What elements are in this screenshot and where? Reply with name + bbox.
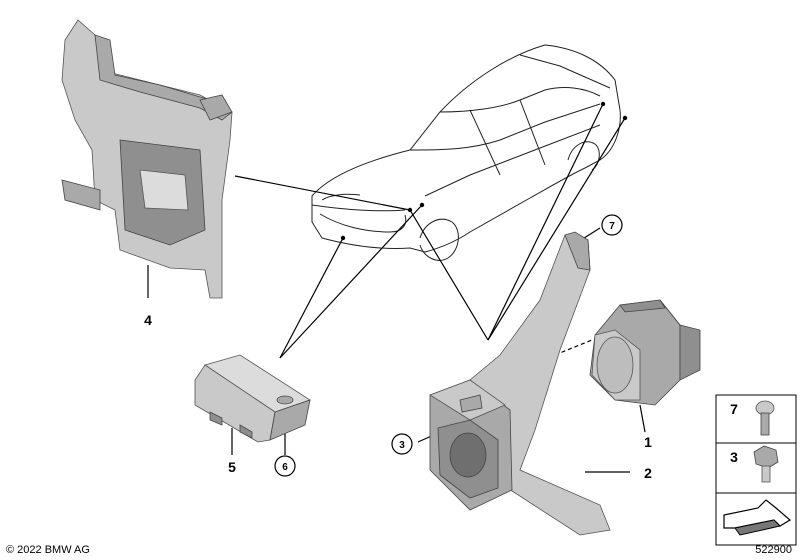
car-anchor-dots xyxy=(340,101,628,241)
legend-label-7: 7 xyxy=(730,401,738,417)
car-outline xyxy=(311,44,621,261)
callout-3: 3 xyxy=(391,433,413,455)
hex-bolt-icon xyxy=(753,445,779,483)
diagram-number: 522900 xyxy=(755,544,792,556)
bracket-part-4 xyxy=(61,19,233,299)
bracket-part-2 xyxy=(429,231,611,536)
label-part-4: 4 xyxy=(144,312,152,328)
arrow-icon xyxy=(723,499,792,536)
label-part-1: 1 xyxy=(644,434,652,450)
label-part-5: 5 xyxy=(228,459,236,475)
callout-3-text: 3 xyxy=(399,440,405,451)
callout-7-text: 7 xyxy=(609,221,615,232)
screw-icon xyxy=(755,400,775,436)
sounder-part-1 xyxy=(589,299,701,406)
hardware-legend: 7 3 xyxy=(715,394,797,546)
legend-label-3: 3 xyxy=(730,449,738,465)
callout-7: 7 xyxy=(601,214,623,236)
copyright-text: © 2022 BMW AG xyxy=(6,544,90,556)
leader-lines xyxy=(147,103,646,473)
callout-6-text: 6 xyxy=(282,462,288,473)
label-part-2: 2 xyxy=(644,465,652,481)
callout-6: 6 xyxy=(274,455,296,477)
control-unit-part-5 xyxy=(194,354,311,443)
